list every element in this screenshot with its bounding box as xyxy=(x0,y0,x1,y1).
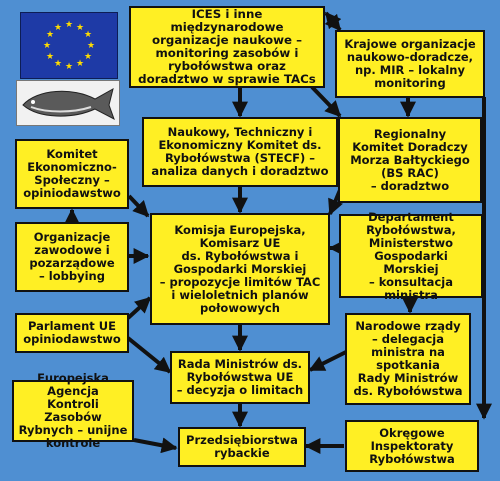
node-departament: Departament Rybołówstwa, Ministerstwo Go… xyxy=(339,210,483,301)
node-komisja: Komisja Europejska, Komisarz UE ds. Rybo… xyxy=(150,213,330,325)
svg-text:★: ★ xyxy=(87,41,95,51)
node-rada: Rada Ministrów ds. Rybołówstwa UE – decy… xyxy=(170,351,310,404)
node-narodowe: Narodowe rządy – delegacja ministra na s… xyxy=(345,313,471,405)
node-krajowe: Krajowe organizacje naukowo-doradcze, np… xyxy=(335,30,485,98)
svg-text:★: ★ xyxy=(54,23,62,33)
svg-text:★: ★ xyxy=(46,30,54,40)
arrow-narodowe-rada xyxy=(308,350,347,372)
arrow-agencja-przedsiebiorstwa xyxy=(133,437,178,454)
node-okregowe: Okręgowe Inspektoraty Rybołówstwa xyxy=(345,420,479,472)
arrow-parlament-komisja xyxy=(126,296,152,320)
node-stecf: Naukowy, Techniczny i Ekonomiczny Komite… xyxy=(142,117,338,187)
node-parlament: Parlament UE opiniodawstwo xyxy=(15,313,129,353)
svg-text:★: ★ xyxy=(65,20,73,30)
svg-text:★: ★ xyxy=(43,41,51,51)
arrow-ices-krajowe xyxy=(324,11,342,32)
svg-text:★: ★ xyxy=(76,59,84,69)
svg-text:★: ★ xyxy=(84,30,92,40)
svg-text:★: ★ xyxy=(46,52,54,62)
arrow-eksoc-komisja xyxy=(127,194,150,218)
svg-text:★: ★ xyxy=(76,23,84,33)
node-przedsiebiorstwa: Przedsiębiorstwa rybackie xyxy=(178,427,306,467)
fish-icon xyxy=(16,80,120,126)
svg-text:★: ★ xyxy=(54,59,62,69)
eu-flag-icon: ★ ★ ★ ★ ★ ★ ★ ★ ★ ★ ★ ★ xyxy=(20,12,118,79)
node-agencja: Europejska Agencja Kontroli Zasobów Rybn… xyxy=(12,372,134,450)
node-eksoc: Komitet Ekonomiczno- Społeczny – opiniod… xyxy=(15,139,129,209)
node-bsrac: Regionalny Komitet Doradczy Morza Bałtyc… xyxy=(338,117,482,203)
node-ices: ICES i inne międzynarodowe organizacje n… xyxy=(129,6,325,88)
svg-text:★: ★ xyxy=(84,52,92,62)
arrow-ices-bsrac xyxy=(310,85,342,118)
arrow-parlament-rada xyxy=(126,336,172,374)
svg-text:★: ★ xyxy=(65,62,73,72)
node-organizacje: Organizacje zawodowe i pozarządowe – lob… xyxy=(15,222,129,292)
